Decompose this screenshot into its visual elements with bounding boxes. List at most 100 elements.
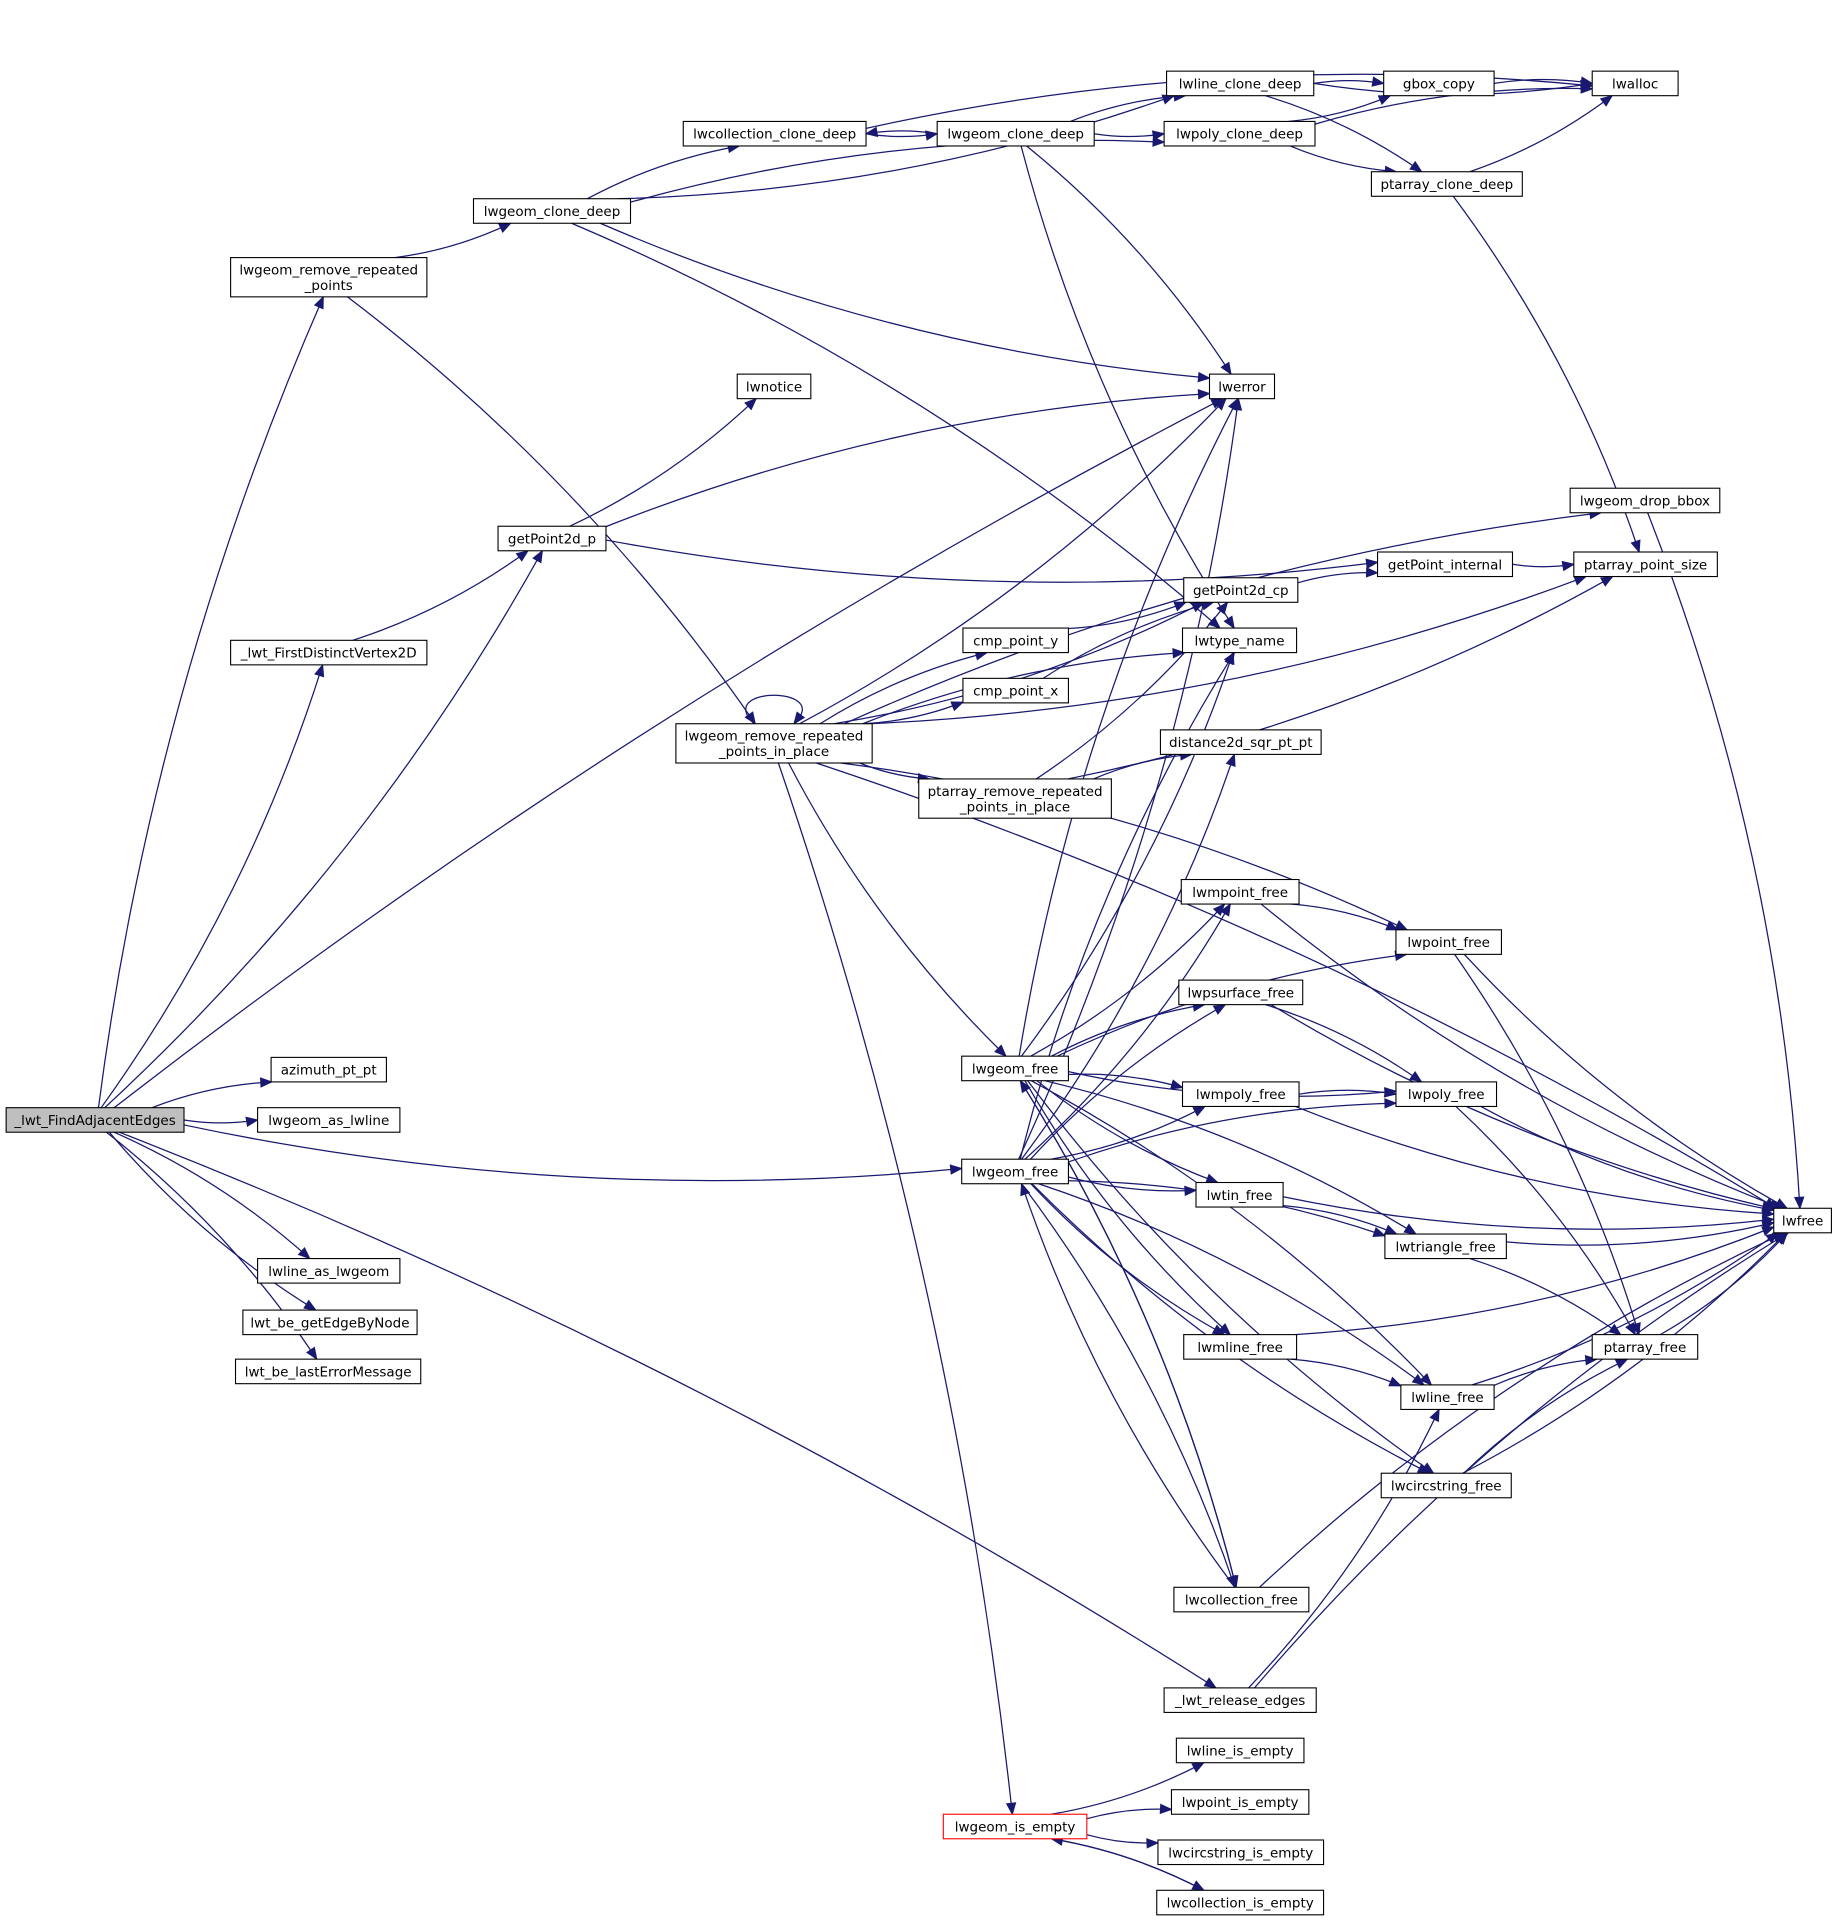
node-box[interactable]	[936, 120, 1095, 147]
node-psf[interactable]: lwpsurface_free	[1178, 979, 1304, 1006]
node-lcd[interactable]: lwline_clone_deep	[1166, 70, 1315, 97]
node-csf[interactable]: lwcircstring_free	[1380, 1472, 1512, 1499]
node-rel[interactable]: _lwt_release_edges	[1163, 1687, 1317, 1713]
node-box[interactable]	[472, 198, 632, 224]
node-box[interactable]	[234, 1358, 422, 1385]
node-notice[interactable]: lwnotice	[736, 373, 812, 400]
node-ccd[interactable]: lwcollection_clone_deep	[682, 120, 867, 147]
node-rrpip[interactable]: lwgeom_remove_repeated_points_in_place	[675, 723, 873, 764]
node-pie[interactable]: lwpoint_is_empty	[1170, 1789, 1310, 1815]
node-box[interactable]	[1181, 627, 1298, 654]
node-box[interactable]	[1773, 1207, 1832, 1234]
node-box[interactable]	[918, 778, 1112, 819]
node-gie[interactable]: lwgeom_is_empty	[942, 1813, 1088, 1840]
node-lal[interactable]: lwline_as_lwgeom	[257, 1258, 401, 1284]
node-ptf[interactable]: lwpoint_free	[1395, 929, 1502, 955]
node-colf[interactable]: lwcollection_free	[1173, 1586, 1310, 1613]
node-box[interactable]	[1395, 929, 1502, 955]
node-alloc[interactable]: lwalloc	[1591, 70, 1679, 97]
node-paf[interactable]: ptarray_free	[1591, 1334, 1699, 1360]
node-box[interactable]	[736, 373, 812, 400]
node-box[interactable]	[1157, 1839, 1325, 1866]
node-box[interactable]	[1400, 1384, 1495, 1410]
node-free[interactable]: lwfree	[1773, 1207, 1832, 1234]
node-gp2d[interactable]: getPoint2d_p	[497, 525, 607, 552]
node-box[interactable]	[497, 525, 607, 552]
node-box[interactable]	[230, 257, 428, 298]
node-rrp[interactable]: lwgeom_remove_repeated_points	[230, 257, 428, 298]
node-gcd[interactable]: lwgeom_clone_deep	[472, 198, 632, 224]
node-box[interactable]	[1376, 551, 1514, 578]
node-box[interactable]	[1573, 551, 1718, 578]
node-box[interactable]	[1208, 373, 1276, 400]
node-box[interactable]	[1178, 979, 1304, 1006]
node-lie[interactable]: lwline_is_empty	[1175, 1737, 1305, 1764]
node-box[interactable]	[962, 677, 1069, 704]
node-gf2[interactable]: lwgeom_free	[961, 1158, 1069, 1185]
node-box[interactable]	[5, 1107, 185, 1133]
node-box[interactable]	[961, 1055, 1069, 1082]
node-box[interactable]	[1591, 70, 1679, 97]
node-box[interactable]	[1175, 1737, 1305, 1764]
node-box[interactable]	[1395, 1081, 1498, 1108]
node-box[interactable]	[1380, 1472, 1512, 1499]
node-box[interactable]	[1180, 878, 1300, 905]
node-gebn[interactable]: lwt_be_getEdgeByNode	[242, 1309, 418, 1336]
node-box[interactable]	[1591, 1334, 1699, 1360]
node-pacd[interactable]: ptarray_clone_deep	[1370, 171, 1523, 197]
node-box[interactable]	[1173, 1586, 1310, 1613]
node-err[interactable]: lwerror	[1208, 373, 1276, 400]
node-azi[interactable]: azimuth_pt_pt	[270, 1056, 387, 1083]
node-gf1[interactable]: lwgeom_free	[961, 1055, 1069, 1082]
node-pyf[interactable]: lwpoly_free	[1395, 1081, 1498, 1108]
node-box[interactable]	[270, 1056, 387, 1083]
node-trf[interactable]: lwtriangle_free	[1384, 1233, 1507, 1260]
node-lem[interactable]: lwt_be_lastErrorMessage	[234, 1358, 422, 1385]
node-colie[interactable]: lwcollection_is_empty	[1156, 1889, 1325, 1916]
node-fdv[interactable]: _lwt_FirstDistinctVertex2D	[230, 639, 428, 666]
node-tname[interactable]: lwtype_name	[1181, 627, 1298, 654]
node-box[interactable]	[1384, 1233, 1507, 1260]
node-box[interactable]	[257, 1107, 401, 1133]
node-box[interactable]	[257, 1258, 401, 1284]
node-mpyf[interactable]: lwmpoly_free	[1181, 1081, 1300, 1108]
node-dbbox[interactable]: lwgeom_drop_bbox	[1569, 487, 1721, 514]
node-box[interactable]	[1156, 1889, 1325, 1916]
node-box[interactable]	[1195, 1181, 1284, 1208]
node-box[interactable]	[1383, 70, 1495, 97]
node-box[interactable]	[682, 120, 867, 147]
node-asl[interactable]: lwgeom_as_lwline	[257, 1107, 401, 1133]
node-box[interactable]	[1183, 1334, 1298, 1360]
node-box[interactable]	[1163, 1687, 1317, 1713]
node-cpx[interactable]: cmp_point_x	[962, 677, 1069, 704]
node-box[interactable]	[675, 723, 873, 764]
node-gbox[interactable]: gbox_copy	[1383, 70, 1495, 97]
node-cie[interactable]: lwcircstring_is_empty	[1157, 1839, 1325, 1866]
node-parrp[interactable]: ptarray_remove_repeated_points_in_place	[918, 778, 1112, 819]
node-box[interactable]	[962, 627, 1069, 654]
node-box[interactable]	[1159, 729, 1322, 755]
node-gcd2[interactable]: lwgeom_clone_deep	[936, 120, 1095, 147]
node-mlf[interactable]: lwmline_free	[1183, 1334, 1298, 1360]
node-cpy[interactable]: cmp_point_y	[962, 627, 1069, 654]
node-box[interactable]	[942, 1813, 1088, 1840]
node-gpi[interactable]: getPoint_internal	[1376, 551, 1514, 578]
node-box[interactable]	[1170, 1789, 1310, 1815]
node-box[interactable]	[1181, 1081, 1300, 1108]
node-box[interactable]	[961, 1158, 1069, 1185]
node-mpf[interactable]: lwmpoint_free	[1180, 878, 1300, 905]
node-box[interactable]	[1166, 70, 1315, 97]
node-root[interactable]: _lwt_FindAdjacentEdges	[5, 1107, 185, 1133]
node-tinf[interactable]: lwtin_free	[1195, 1181, 1284, 1208]
node-gp2cp[interactable]: getPoint2d_cp	[1183, 577, 1299, 603]
node-box[interactable]	[1163, 120, 1316, 147]
node-lnf[interactable]: lwline_free	[1400, 1384, 1495, 1410]
node-box[interactable]	[1183, 577, 1299, 603]
node-box[interactable]	[230, 639, 428, 666]
node-box[interactable]	[1569, 487, 1721, 514]
node-box[interactable]	[242, 1309, 418, 1336]
node-box[interactable]	[1370, 171, 1523, 197]
node-paps[interactable]: ptarray_point_size	[1573, 551, 1718, 578]
node-pcd[interactable]: lwpoly_clone_deep	[1163, 120, 1316, 147]
node-d2d[interactable]: distance2d_sqr_pt_pt	[1159, 729, 1322, 755]
